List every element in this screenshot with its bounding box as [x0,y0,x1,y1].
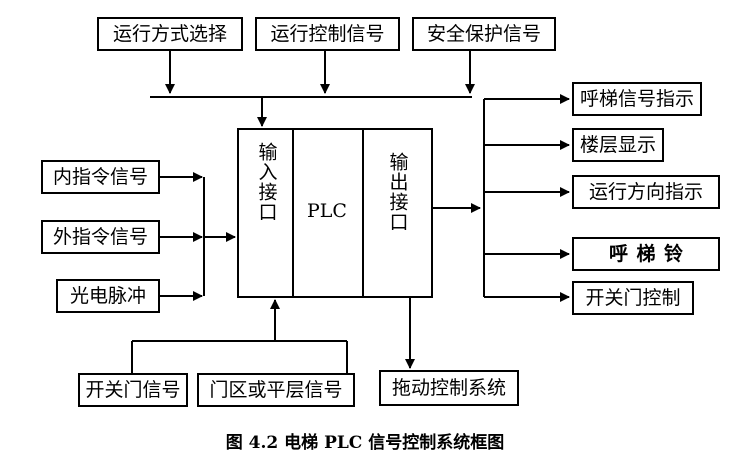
inner-command-signal-box: 内指令信号 [41,160,160,194]
safety-protection-signal-box: 安全保护信号 [412,17,556,51]
output-port-divider [362,130,364,296]
operation-mode-select-box: 运行方式选择 [97,17,243,51]
outer-command-signal-box: 外指令信号 [41,220,160,254]
door-control-box: 开关门控制 [572,281,694,315]
plc-block [237,128,433,298]
door-zone-leveling-signal-box: 门区或平层信号 [197,373,355,407]
call-bell-box: 呼梯铃 [572,237,720,271]
direction-indicator-box: 运行方向指示 [572,175,720,209]
input-port-label: 输入接口 [255,142,278,222]
floor-display-box: 楼层显示 [572,128,664,162]
figure-caption: 图 4.2 电梯 PLC 信号控制系统框图 [225,433,505,453]
plc-core-label: PLC [307,200,347,222]
call-signal-indicator-box: 呼梯信号指示 [572,82,702,116]
input-port-divider [292,130,294,296]
operation-control-signal-box: 运行控制信号 [255,17,400,51]
output-port-label: 输出接口 [386,152,409,232]
door-open-close-signal-box: 开关门信号 [78,373,188,407]
drive-control-system-box: 拖动控制系统 [379,370,519,406]
photoelectric-pulse-box: 光电脉冲 [56,279,160,313]
